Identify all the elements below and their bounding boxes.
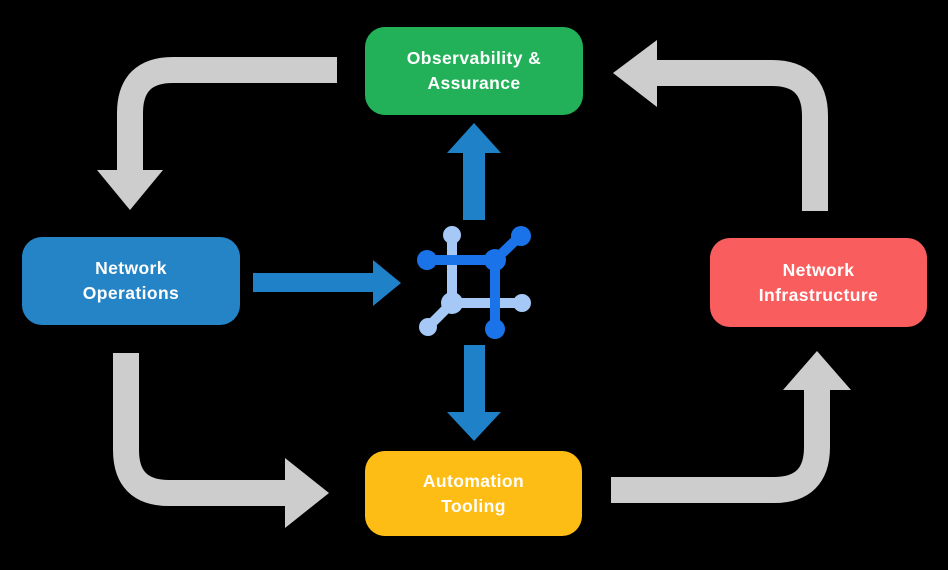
node-label: Observability & Assurance <box>406 48 542 93</box>
arrow-infrastructure-to-observability <box>613 40 828 211</box>
network-core-icon <box>417 226 531 339</box>
arrow-automation-to-infrastructure <box>611 351 851 503</box>
arrowhead-left <box>613 40 657 107</box>
arrowhead-down <box>97 170 163 210</box>
node-label: Network Operations <box>82 258 180 303</box>
arrow-operations-to-core <box>253 260 401 306</box>
node-label: Automation Tooling <box>422 470 525 516</box>
arrowhead-up <box>447 123 501 153</box>
arrowhead-up <box>783 351 851 390</box>
arrow-core-to-automation <box>447 345 501 441</box>
arrow-operations-to-automation <box>113 353 329 528</box>
node-observability-assurance: Observability & Assurance <box>365 27 583 115</box>
node-automation-tooling: Automation Tooling <box>365 451 582 536</box>
node-network-infrastructure: Network Infrastructure <box>710 238 927 327</box>
arrowhead-right <box>373 260 401 306</box>
node-network-operations: Network Operations <box>22 237 240 325</box>
arrow-observability-to-operations <box>97 57 337 210</box>
node-label: Network Infrastructure <box>758 259 879 305</box>
arrow-core-to-observability <box>447 123 501 220</box>
arrowhead-right <box>285 458 329 528</box>
arrowhead-down <box>447 412 501 441</box>
